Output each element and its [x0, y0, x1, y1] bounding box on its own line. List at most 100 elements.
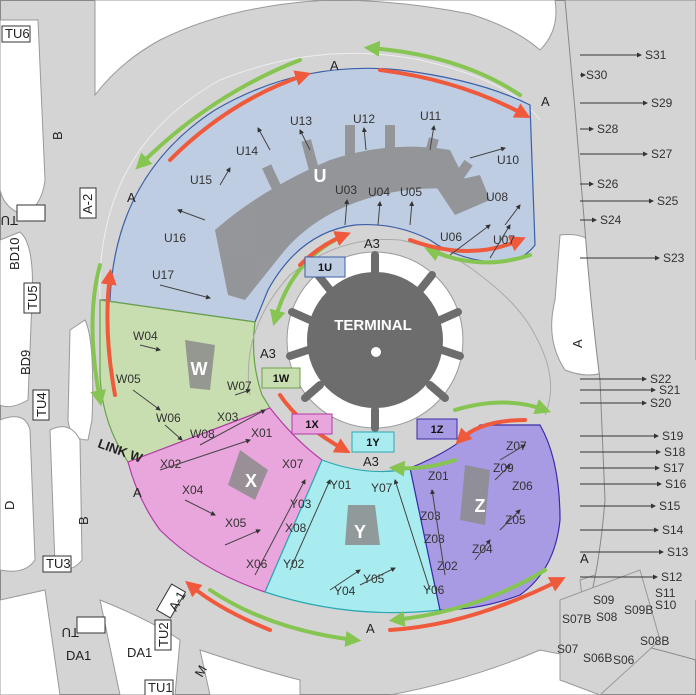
traffic-arrows: [90, 40, 566, 647]
stand-u08: U08: [486, 190, 508, 204]
stand-x03: X03: [217, 410, 239, 424]
stand-s18: S18: [664, 445, 686, 459]
sign-a2: A-2: [80, 194, 95, 214]
taxiway-a-top: A: [330, 58, 339, 73]
stand-x07: X07: [282, 457, 304, 471]
stand-u10: U10: [497, 153, 519, 167]
zone-boxes: 1U 1W 1X 1Y 1Z: [261, 256, 458, 453]
stand-z04: Z04: [472, 542, 493, 556]
zone-x: [127, 407, 323, 593]
stand-s17: S17: [663, 461, 685, 475]
stand-x01: X01: [251, 426, 273, 440]
taxiway-a3-top: A3: [364, 236, 380, 251]
stand-z01: Z01: [428, 469, 449, 483]
stand-z05: Z05: [505, 513, 526, 527]
stand-x04: X04: [182, 483, 204, 497]
sign-tu5: TU5: [25, 285, 40, 310]
zone-w-letter: W: [191, 359, 208, 379]
taxiway-a3-left: A3: [260, 346, 276, 361]
stand-w05: W05: [116, 372, 141, 386]
stand-s08: S08: [596, 610, 618, 624]
stand-lead-lines: [132, 125, 526, 591]
terminal-piers: [286, 251, 464, 432]
zone-x-letter: X: [245, 471, 257, 491]
stand-y07: Y07: [371, 481, 393, 495]
stand-s24: S24: [600, 213, 622, 227]
stand-s30: S30: [586, 68, 608, 82]
stand-s10: S10: [655, 598, 677, 612]
taxiway-a-nw: A: [127, 190, 136, 205]
taxiway-a3-bottom: A3: [363, 454, 379, 469]
stand-s12: S12: [661, 570, 683, 584]
stand-s13: S13: [667, 545, 689, 559]
stand-z08: Z08: [424, 532, 445, 546]
box-1y: 1Y: [366, 437, 380, 449]
sign-tu6-mid: TU6: [0, 213, 18, 228]
stand-s21: S21: [659, 383, 681, 397]
taxiway-a-left: A: [133, 485, 142, 500]
taxiway-a-ne: A: [541, 94, 550, 109]
taxiway-da1-b: DA1: [127, 645, 152, 660]
stand-s27: S27: [651, 147, 673, 161]
stand-z06: Z06: [512, 479, 533, 493]
s-stand-labels: S31 S30 S29 S28 S27 S26 S25 S24 S23 S22 …: [557, 48, 689, 667]
stand-u03: U03: [335, 183, 357, 197]
box-1z: 1Z: [431, 424, 444, 436]
stand-u17: U17: [152, 268, 174, 282]
stand-y06: Y06: [423, 583, 445, 597]
stand-x06: X06: [246, 557, 268, 571]
taxiway-da1-a: DA1: [66, 648, 91, 663]
taxiway-bd9: BD9: [18, 350, 33, 375]
stand-s08b: S08B: [640, 634, 669, 648]
terminal-building: [307, 272, 443, 408]
pier-shapes: [185, 125, 490, 545]
stand-s06b: S06B: [583, 651, 612, 665]
stand-u14: U14: [236, 144, 258, 158]
sign-tu-small: TU: [62, 625, 79, 640]
stand-s29: S29: [651, 96, 673, 110]
stand-s06: S06: [613, 653, 635, 667]
taxiway-a-se: A: [580, 551, 589, 566]
zone-u-letter: U: [314, 166, 327, 186]
box-1x: 1X: [305, 419, 319, 431]
box-1u: 1U: [318, 262, 332, 274]
stand-u13: U13: [290, 114, 312, 128]
stand-z03: Z03: [420, 509, 441, 523]
stand-s23: S23: [663, 251, 685, 265]
sign-tu4: TU4: [34, 392, 49, 417]
stand-x08: X08: [285, 521, 307, 535]
stand-s22: S22: [650, 372, 672, 386]
stand-x05: X05: [225, 516, 247, 530]
sign-tu6-top: TU6: [5, 26, 30, 41]
stand-s20: S20: [650, 396, 672, 410]
stand-s28: S28: [597, 122, 619, 136]
stand-u06: U06: [440, 230, 462, 244]
taxiway-a-right: A: [570, 339, 585, 348]
taxiway-b-top: B: [50, 131, 65, 140]
taxiway-b-bottom: B: [76, 516, 91, 525]
stand-s31: S31: [645, 48, 667, 62]
zone-y-letter: Y: [354, 522, 366, 542]
stand-s15: S15: [659, 499, 681, 513]
sign-tu2: TU2: [156, 622, 171, 647]
stand-u11: U11: [420, 109, 441, 123]
zone-z-letter: Z: [475, 496, 486, 516]
box-1w: 1W: [273, 373, 290, 385]
stand-s07b: S07B: [562, 612, 591, 626]
taxiway-d: D: [2, 501, 17, 510]
stand-s19: S19: [662, 429, 684, 443]
stand-w04: W04: [133, 329, 158, 343]
stand-s07: S07: [557, 642, 579, 656]
stand-s09: S09: [593, 593, 615, 607]
stand-w06: W06: [156, 411, 181, 425]
stand-s25: S25: [657, 194, 679, 208]
stand-w08: W08: [190, 427, 215, 441]
stand-u16: U16: [164, 231, 186, 245]
stand-y03: Y03: [290, 497, 312, 511]
stand-s16: S16: [665, 477, 687, 491]
sign-tu3: TU3: [46, 556, 71, 571]
stand-x02: X02: [160, 457, 182, 471]
stand-u15: U15: [190, 173, 212, 187]
signs: TU6 TU6 A-2 TU5 TU4 TU3 A-1 TU TU2 TU1: [0, 25, 189, 695]
